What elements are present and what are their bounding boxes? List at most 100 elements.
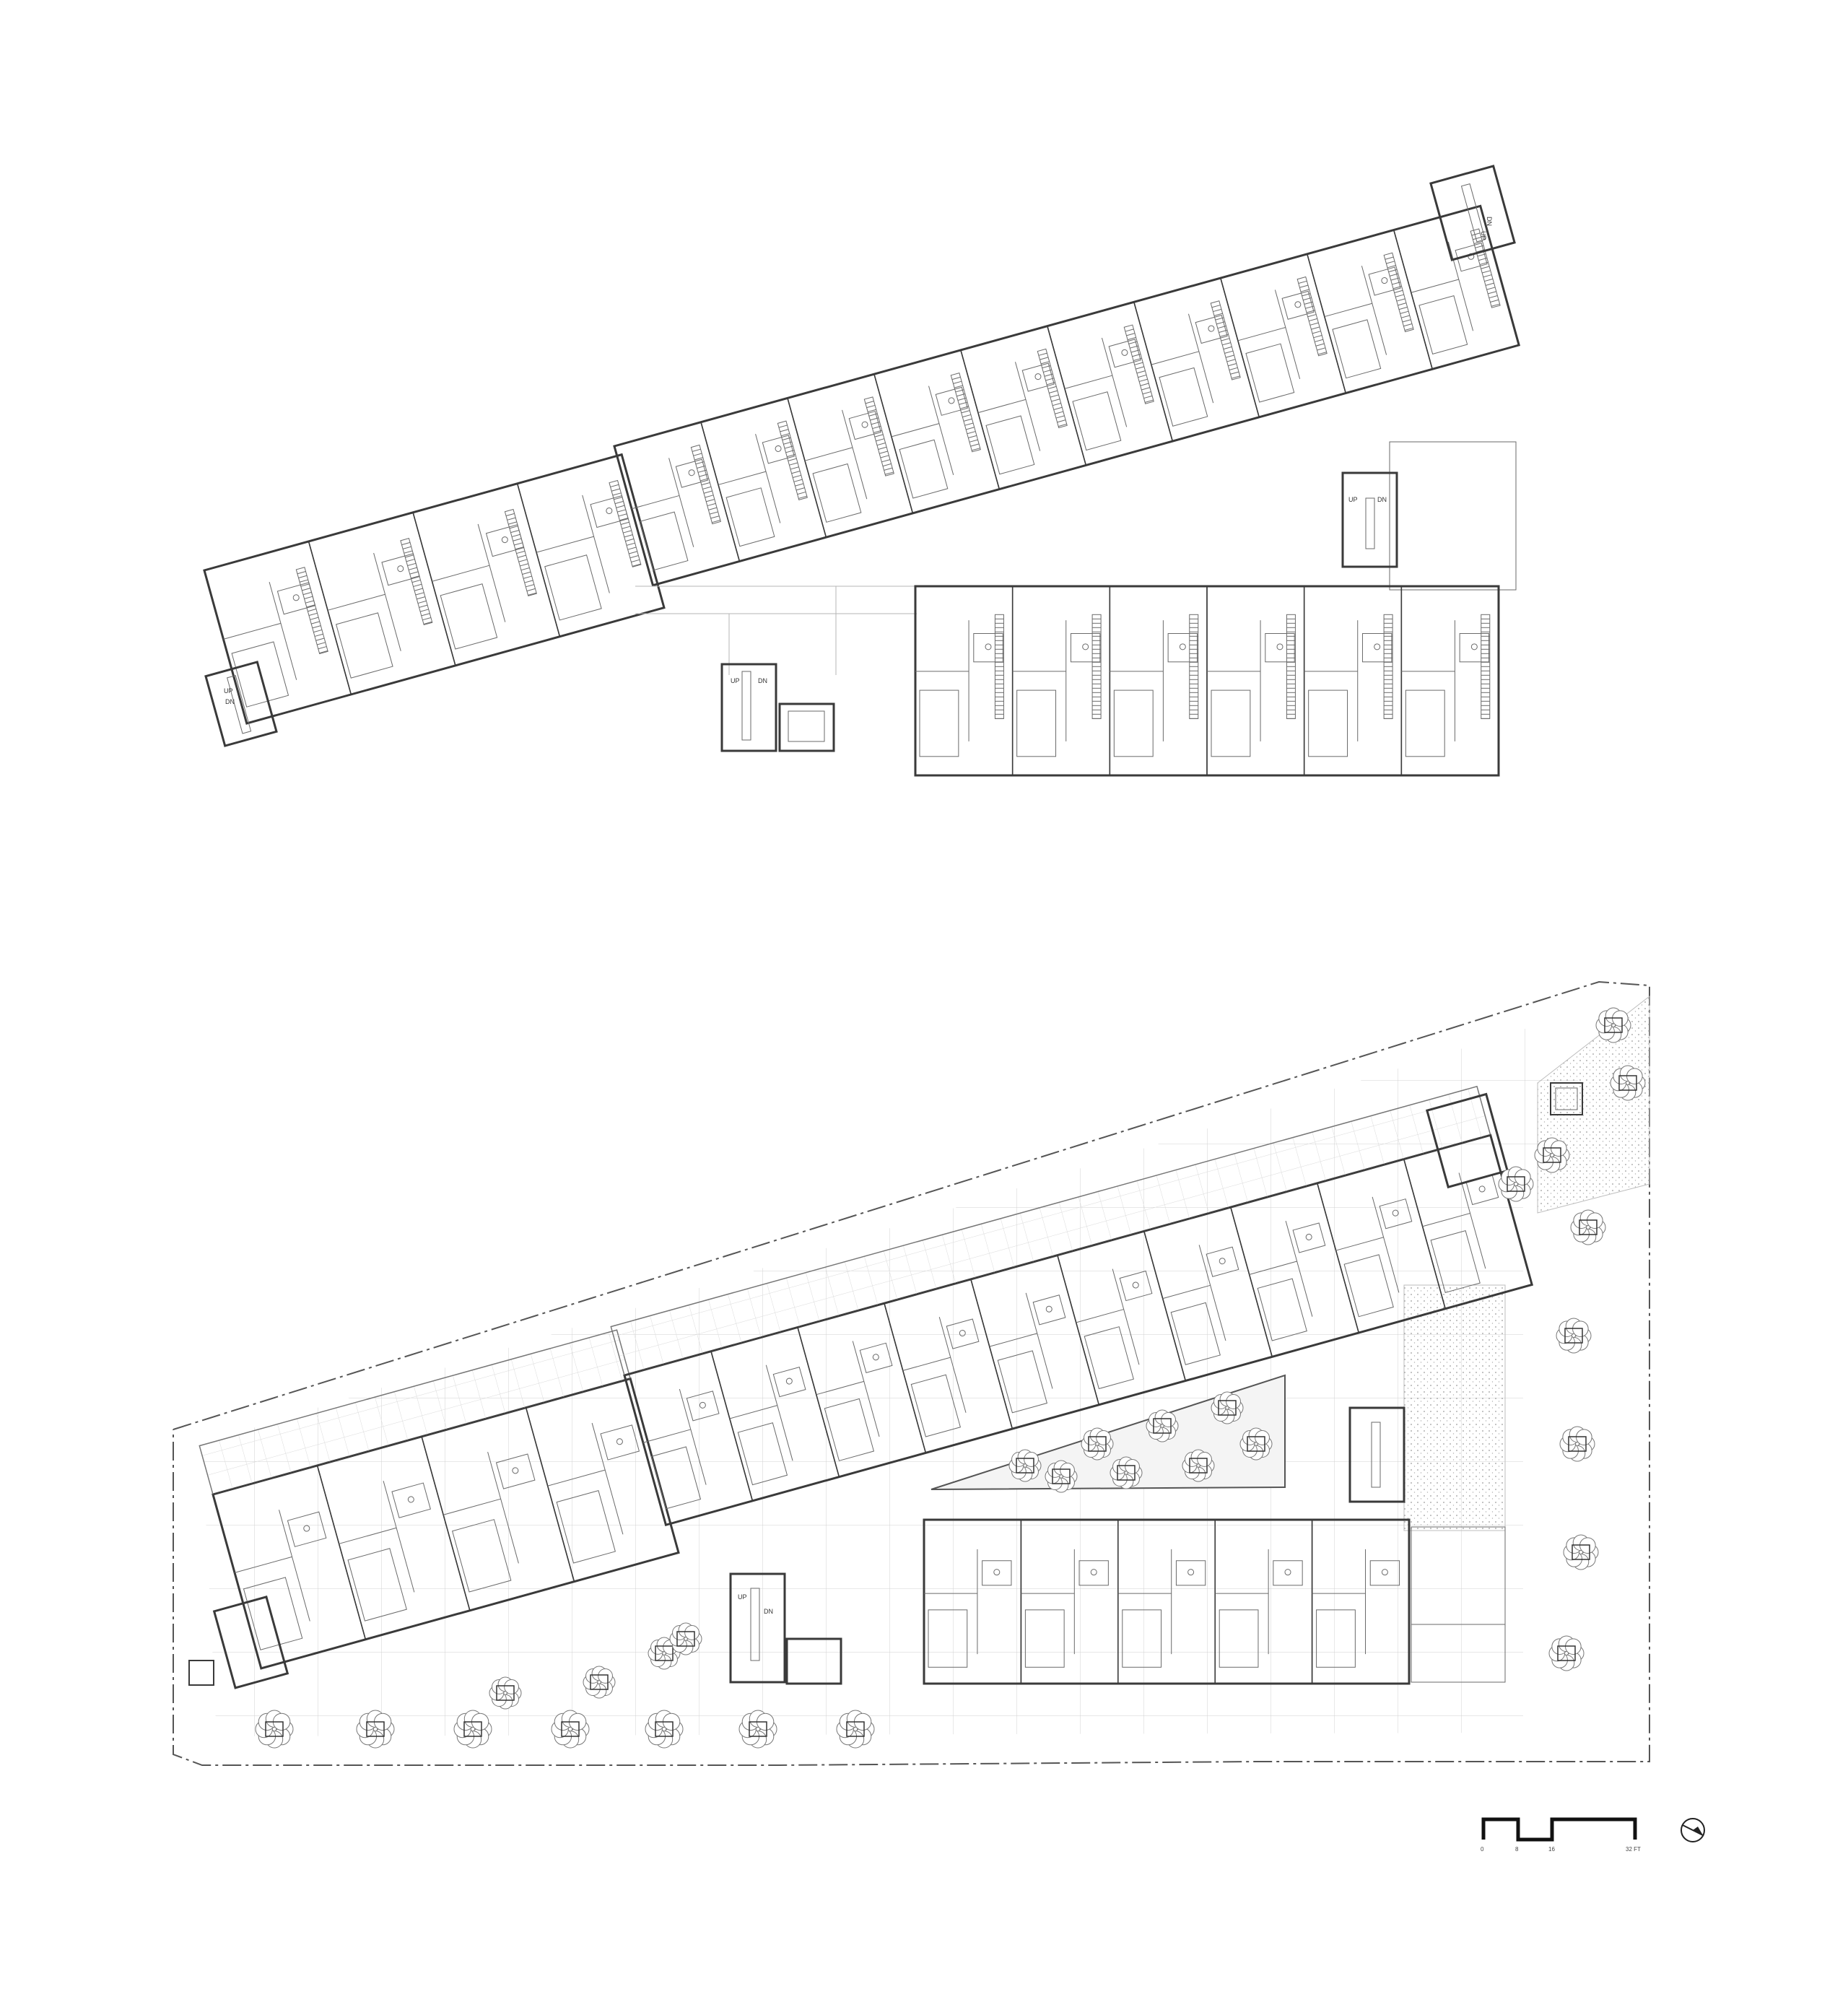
upper-floor-plan: UP DN DN UP UP DN U bbox=[203, 165, 1521, 777]
stair-core-upper-center: UP DN bbox=[720, 663, 835, 752]
stair-tread bbox=[1224, 350, 1234, 354]
stair-tread bbox=[796, 487, 805, 491]
stair-tread bbox=[617, 509, 626, 513]
stair-tread bbox=[526, 588, 536, 592]
fixture bbox=[1121, 349, 1128, 356]
unit-4 bbox=[1311, 1519, 1410, 1684]
unit-7 bbox=[1219, 253, 1347, 418]
stair-tread bbox=[523, 575, 532, 579]
stair-tread bbox=[415, 592, 424, 596]
stair-tread bbox=[1491, 303, 1500, 307]
tree-icon bbox=[738, 1710, 777, 1749]
stair-tread bbox=[1053, 406, 1063, 410]
stair-tread bbox=[518, 559, 528, 562]
tree-icon bbox=[1548, 1635, 1585, 1671]
stair-tread bbox=[308, 612, 318, 617]
stair-tread bbox=[783, 441, 793, 445]
tree-grate bbox=[1052, 1468, 1071, 1484]
stair-tread bbox=[970, 443, 980, 447]
stair-tread bbox=[618, 513, 627, 517]
interior-wall bbox=[938, 1317, 967, 1413]
stair-tread bbox=[319, 650, 328, 654]
stair-tread bbox=[701, 482, 710, 486]
stair-label-up-ne: UP bbox=[1480, 231, 1487, 240]
stair-tread bbox=[407, 562, 417, 567]
right-unit-0 bbox=[915, 586, 1014, 776]
stair-tread bbox=[1050, 394, 1059, 398]
stair-tread bbox=[626, 542, 635, 546]
bath bbox=[1119, 1270, 1153, 1302]
stair-tread bbox=[1485, 282, 1494, 286]
unit-5 bbox=[1400, 586, 1499, 776]
stair-run bbox=[1123, 324, 1154, 404]
interior-wall bbox=[755, 433, 781, 523]
stair-core-ground-east bbox=[1348, 1406, 1405, 1503]
bath bbox=[1032, 1294, 1066, 1326]
stair-tread bbox=[1130, 345, 1138, 349]
stair-tread bbox=[868, 413, 878, 417]
stair-tread bbox=[614, 497, 623, 500]
stair-tread bbox=[508, 521, 517, 525]
stair-tread bbox=[961, 410, 970, 414]
interior-wall bbox=[718, 471, 767, 485]
tree-grate bbox=[366, 1721, 385, 1737]
bedroom bbox=[985, 415, 1035, 475]
stair-tread bbox=[699, 474, 708, 477]
ground-diagonal-bar-west bbox=[199, 1329, 680, 1670]
tree-icon bbox=[1182, 1449, 1215, 1482]
interior-wall bbox=[816, 1380, 864, 1396]
stair-tread bbox=[1127, 336, 1136, 341]
stair-tread bbox=[710, 515, 720, 519]
interior-wall bbox=[591, 1422, 624, 1535]
stair-tread bbox=[956, 393, 966, 397]
stair-tread bbox=[1398, 306, 1408, 310]
tree-grate bbox=[1543, 1147, 1561, 1163]
bedroom bbox=[824, 1398, 875, 1461]
unit-wall bbox=[1392, 205, 1520, 370]
bath bbox=[1292, 1222, 1326, 1253]
bath bbox=[1368, 266, 1401, 296]
stair-tread bbox=[703, 490, 712, 494]
interior-wall bbox=[1411, 279, 1459, 293]
bath bbox=[1206, 1246, 1239, 1277]
unit-wall bbox=[308, 511, 456, 695]
stair-tread bbox=[631, 559, 640, 563]
stair-run bbox=[1037, 348, 1068, 429]
interior-wall bbox=[902, 1357, 951, 1371]
stair-label-down-core: DN bbox=[758, 677, 767, 684]
stair-tread bbox=[1403, 323, 1413, 327]
stair-tread bbox=[1396, 298, 1405, 302]
fixture bbox=[1187, 1569, 1195, 1576]
unit-wall bbox=[1046, 301, 1174, 466]
stair-tread bbox=[1038, 352, 1047, 356]
stair-tread bbox=[404, 550, 413, 554]
stair-tread bbox=[311, 621, 320, 624]
stair-tread bbox=[697, 469, 707, 473]
stair-tread bbox=[405, 554, 414, 558]
stair-tread bbox=[1471, 232, 1481, 236]
fixture bbox=[1082, 643, 1089, 650]
bath bbox=[590, 495, 629, 528]
tree-grate bbox=[1218, 1400, 1237, 1416]
bath bbox=[391, 1482, 431, 1518]
stair-tread bbox=[1047, 386, 1057, 390]
bedroom bbox=[1113, 689, 1154, 757]
stair-tread bbox=[1477, 253, 1486, 257]
tree-grate bbox=[1557, 1645, 1576, 1661]
stair-tread bbox=[507, 517, 516, 521]
interior-wall bbox=[1237, 327, 1286, 341]
stair-tread bbox=[778, 425, 788, 428]
stair-tread bbox=[1313, 334, 1322, 339]
stair-tread bbox=[955, 389, 964, 393]
tree-grate bbox=[846, 1721, 865, 1737]
fixture bbox=[1392, 1209, 1399, 1217]
stair-tread bbox=[880, 455, 889, 458]
unit-3 bbox=[525, 1378, 679, 1583]
bedroom bbox=[1016, 689, 1057, 757]
tree-icon bbox=[1110, 1456, 1143, 1489]
tree-icon bbox=[1008, 1449, 1042, 1482]
stair-tread bbox=[1483, 274, 1492, 278]
interior-wall bbox=[1274, 290, 1301, 379]
stair-tread bbox=[401, 541, 411, 546]
